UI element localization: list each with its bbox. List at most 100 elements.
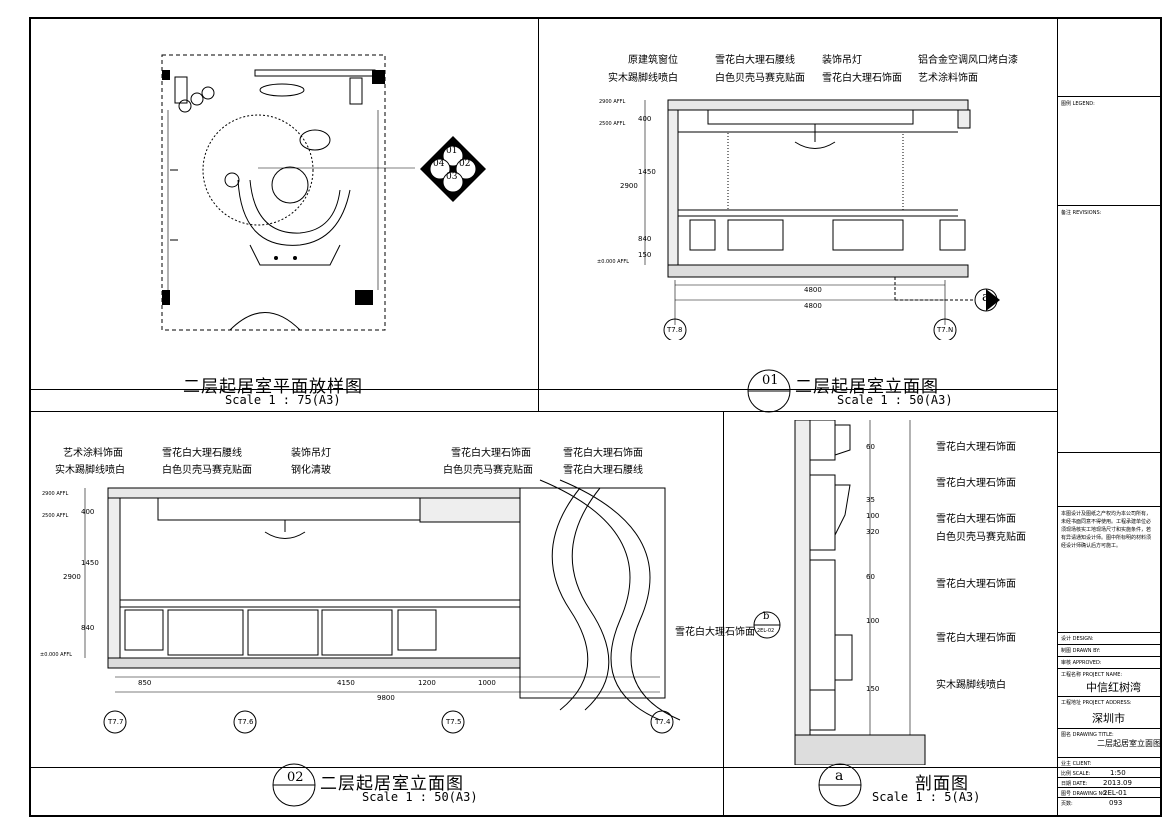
elev01-level-1: 2500 AFFL [599, 121, 626, 127]
section-label-6: 实木踢脚线喷白 [936, 680, 1006, 691]
elev02-dim-6: 1450 [81, 559, 99, 567]
plan-symbol-right: 02 [459, 159, 471, 169]
tb-date: 2013.09 [1103, 779, 1132, 787]
elev01-dim-2: 2900 [620, 182, 638, 190]
plan-title: 二层起居室平面放样图 [183, 377, 363, 397]
elev01-number-circle [747, 369, 791, 413]
elev02-dim-3: 1000 [478, 679, 496, 687]
plan-reference-symbol [420, 136, 486, 202]
tb-line-4 [1057, 506, 1161, 507]
elev02-section-ref: 2EL-02 [757, 628, 775, 634]
elev02-label-8: 雪花白大理石饰面 [563, 448, 643, 459]
elev02-axis-0: T7.7 [108, 718, 124, 726]
tb-drawing-no-label: 图号 DRAWING NO: [1061, 791, 1108, 797]
elev01-label-7: 艺术涂料饰面 [918, 73, 978, 84]
section-title: 剖面图 [915, 774, 969, 794]
titleblock-border [1057, 17, 1058, 817]
elev01-dim-6: 4800 [804, 302, 822, 310]
plan-symbol-top: 01 [446, 146, 458, 156]
elev02-axis-1: T7.6 [238, 718, 254, 726]
elev02-section-num: b [763, 611, 770, 622]
section-dim-2: 100 [866, 512, 880, 520]
elev01-scale: Scale 1 : 50(A3) [837, 393, 953, 407]
tb-line-5 [1057, 632, 1161, 633]
tb-line-10 [1057, 728, 1161, 729]
elev02-section-circle [753, 611, 781, 639]
elev02-title-line [29, 767, 723, 768]
elev02-label-2: 雪花白大理石腰线 [162, 448, 242, 459]
elev01-section-marker: a [982, 290, 990, 305]
tb-line-11 [1057, 757, 1161, 758]
section-label-3: 白色贝壳马赛克贴面 [936, 532, 1026, 543]
tb-line-8 [1057, 668, 1161, 669]
divider-h1 [29, 411, 1057, 412]
section-dim-0: 60 [866, 443, 875, 451]
elev02-label-7: 白色贝壳马赛克贴面 [443, 465, 533, 476]
elev02-number: 02 [287, 770, 304, 785]
elev02-level-2: ±0.000 AFFL [40, 652, 73, 658]
elev02-title: 二层起居室立面图 [320, 774, 464, 794]
section-label-1: 雪花白大理石饰面 [936, 478, 1016, 489]
divider-v1 [538, 17, 539, 412]
drawing-frame [29, 17, 1162, 817]
tb-address: 深圳市 [1092, 712, 1125, 725]
elev02-level-0: 2900 AFFL [42, 491, 69, 497]
tb-design: 设计 DESIGN: [1061, 636, 1094, 642]
tb-page: 093 [1109, 799, 1123, 807]
elev02-dim-8: 840 [81, 624, 95, 632]
elev02-label-6: 雪花白大理石饰面 [451, 448, 531, 459]
plan-scale: Scale 1 : 75(A3) [225, 393, 341, 407]
tb-approved: 审核 APPROVED: [1061, 660, 1102, 666]
tb-page-label: 页数: [1061, 801, 1073, 807]
tb-line-14 [1057, 787, 1161, 788]
tb-notes: 本图设计及图纸之产权均为本公司所有，未经书面同意不得使用。工程承建单位必须现场核… [1061, 511, 1152, 549]
tb-line-1 [1057, 96, 1161, 97]
elev01-title: 二层起居室立面图 [795, 377, 939, 397]
tb-scale-label: 比例 SCALE: [1061, 771, 1091, 777]
tb-line-3 [1057, 452, 1161, 453]
tb-project: 中信红树湾 [1086, 681, 1141, 694]
elev02-label-1: 实木踢脚线喷白 [55, 465, 125, 476]
elev01-label-5: 雪花白大理石饰面 [822, 73, 902, 84]
section-scale: Scale 1 : 5(A3) [872, 790, 981, 804]
elev02-level-1: 2500 AFFL [42, 513, 69, 519]
elev01-level-2: ±0.000 AFFL [597, 259, 630, 265]
tb-line-13 [1057, 777, 1161, 778]
section-drawing [794, 420, 926, 765]
elev01-dim-4: 150 [638, 251, 652, 259]
section-dim-3: 320 [866, 528, 880, 536]
tb-date-label: 日期 DATE: [1061, 781, 1088, 787]
tb-client: 业主 CLIENT: [1061, 761, 1092, 767]
elev02-label-0: 艺术涂料饰面 [63, 448, 123, 459]
elev01-label-3: 白色贝壳马赛克贴面 [715, 73, 805, 84]
tb-drawing-title-label: 图名 DRAWING TITLE: [1061, 732, 1114, 738]
elev02-label-9: 雪花白大理石腰线 [563, 465, 643, 476]
elev02-label-4: 装饰吊灯 [291, 448, 331, 459]
elev01-label-4: 装饰吊灯 [822, 55, 862, 66]
tb-address-label: 工程地址 PROJECT ADDRESS: [1061, 700, 1132, 706]
elev02-axis-3: T7.4 [655, 718, 671, 726]
elev01-label-2: 雪花白大理石腰线 [715, 55, 795, 66]
plan-title-line [29, 389, 538, 390]
divider-v2 [723, 411, 724, 817]
section-label-2: 雪花白大理石饰面 [936, 514, 1016, 525]
section-label-4: 雪花白大理石饰面 [936, 579, 1016, 590]
elev02-number-circle [272, 763, 316, 807]
tb-line-9 [1057, 696, 1161, 697]
tb-drawing-no: 2EL-01 [1103, 789, 1128, 797]
elev02-axis-2: T7.5 [446, 718, 462, 726]
tb-revisions: 备注 REVISIONS: [1061, 210, 1102, 216]
elev01-axis-0: T7.8 [667, 326, 683, 334]
elev01-dim-0: 400 [638, 115, 652, 123]
elev01-dim-3: 840 [638, 235, 652, 243]
elev02-dim-0: 850 [138, 679, 152, 687]
tb-project-label: 工程名称 PROJECT NAME: [1061, 672, 1123, 678]
tb-scale: 1:50 [1110, 769, 1126, 777]
elev01-label-0: 原建筑窗位 [628, 55, 678, 66]
section-dim-6: 150 [866, 685, 880, 693]
elev01-number: 01 [762, 373, 779, 388]
elev01-level-0: 2900 AFFL [599, 99, 626, 105]
section-dim-4: 60 [866, 573, 875, 581]
elev02-label-10: 雪花白大理石饰面 [675, 627, 755, 638]
section-title-line [723, 767, 1057, 768]
